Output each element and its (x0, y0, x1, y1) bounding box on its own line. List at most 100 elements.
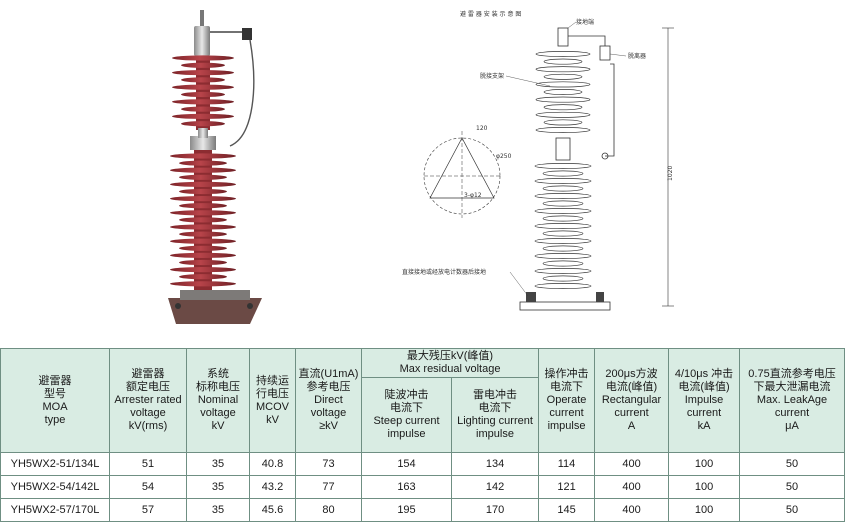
shed (170, 252, 236, 258)
shed (179, 203, 227, 209)
plan-dimension-120: 3-φ12 (464, 192, 482, 199)
callout-grounding: 直接接地或经放电计数器后接地 (402, 268, 486, 276)
shed (535, 127, 591, 133)
shed (179, 188, 227, 195)
shed (179, 174, 227, 180)
shed (179, 217, 227, 223)
shed (542, 245, 584, 252)
value-cell: 100 (668, 452, 741, 476)
shed (534, 268, 592, 274)
shed (543, 73, 583, 80)
shed (181, 106, 225, 112)
height-dimension: 1020 (667, 166, 674, 181)
plan-dimension-250: φ250 (496, 153, 512, 160)
value-cell: 400 (594, 498, 670, 522)
shed (534, 253, 592, 259)
shed (535, 81, 591, 88)
shed (172, 99, 234, 105)
value-cell: 45.6 (249, 498, 296, 522)
shed (535, 111, 591, 118)
shed (179, 274, 227, 280)
shed (535, 66, 591, 73)
shed (170, 181, 236, 187)
shed (542, 260, 584, 267)
header-residual-voltage: 最大残压kV(峰值)Max residual voltage (360, 348, 540, 378)
shed (534, 163, 592, 169)
shed (543, 89, 583, 95)
shed (170, 238, 236, 244)
shed (534, 238, 592, 244)
model-cell: YH5WX2-54/142L (0, 475, 110, 499)
shed (542, 170, 584, 177)
shed (542, 215, 584, 222)
value-cell: 40.8 (249, 452, 296, 476)
value-cell: 51 (109, 452, 187, 476)
shed (542, 200, 584, 207)
shed (170, 196, 236, 202)
dimension-drawing: 避 雷 器 安 装 示 意 图 1020 3-φ12 φ250 120 接地端 … (402, 10, 674, 311)
value-cell: 114 (538, 452, 596, 476)
value-cell: 400 (594, 475, 670, 499)
value-cell: 170 (450, 498, 540, 522)
value-cell: 57 (109, 498, 187, 522)
shed (170, 281, 236, 287)
value-cell: 145 (538, 498, 596, 522)
value-cell: 50 (739, 452, 845, 476)
value-cell: 154 (361, 452, 452, 476)
value-cell: 100 (668, 498, 741, 522)
shed (179, 160, 227, 166)
shed (170, 224, 236, 230)
shed (170, 167, 236, 173)
value-cell: 163 (361, 475, 452, 499)
value-cell: 100 (668, 475, 741, 499)
shed (179, 259, 227, 266)
shed (172, 70, 234, 76)
shed (535, 96, 591, 103)
value-cell: 50 (739, 475, 845, 499)
shed (534, 208, 592, 214)
shed (170, 210, 236, 216)
value-cell: 400 (594, 452, 670, 476)
value-cell: 195 (361, 498, 452, 522)
shed (179, 245, 227, 251)
shed (170, 153, 236, 159)
shed (181, 77, 225, 83)
value-cell: 50 (739, 498, 845, 522)
arrester-photo (168, 10, 262, 324)
value-cell: 134 (450, 452, 540, 476)
shed (181, 121, 225, 127)
shed (181, 91, 225, 98)
shed (543, 58, 583, 65)
model-cell: YH5WX2-57/170L (0, 498, 110, 522)
plan-hole-spec: 120 (476, 125, 488, 132)
shed (542, 230, 584, 237)
value-cell: 73 (295, 452, 362, 476)
shed (534, 283, 592, 289)
value-cell: 77 (295, 475, 362, 499)
value-cell: 142 (450, 475, 540, 499)
value-cell: 54 (109, 475, 187, 499)
shed (534, 193, 592, 199)
shed (172, 55, 234, 61)
shed (543, 104, 583, 111)
shed (542, 185, 584, 192)
value-cell: 43.2 (249, 475, 296, 499)
value-cell: 35 (186, 498, 250, 522)
shed (535, 51, 591, 57)
callout-ground-terminal: 接地端 (576, 18, 594, 26)
shed (542, 275, 584, 282)
